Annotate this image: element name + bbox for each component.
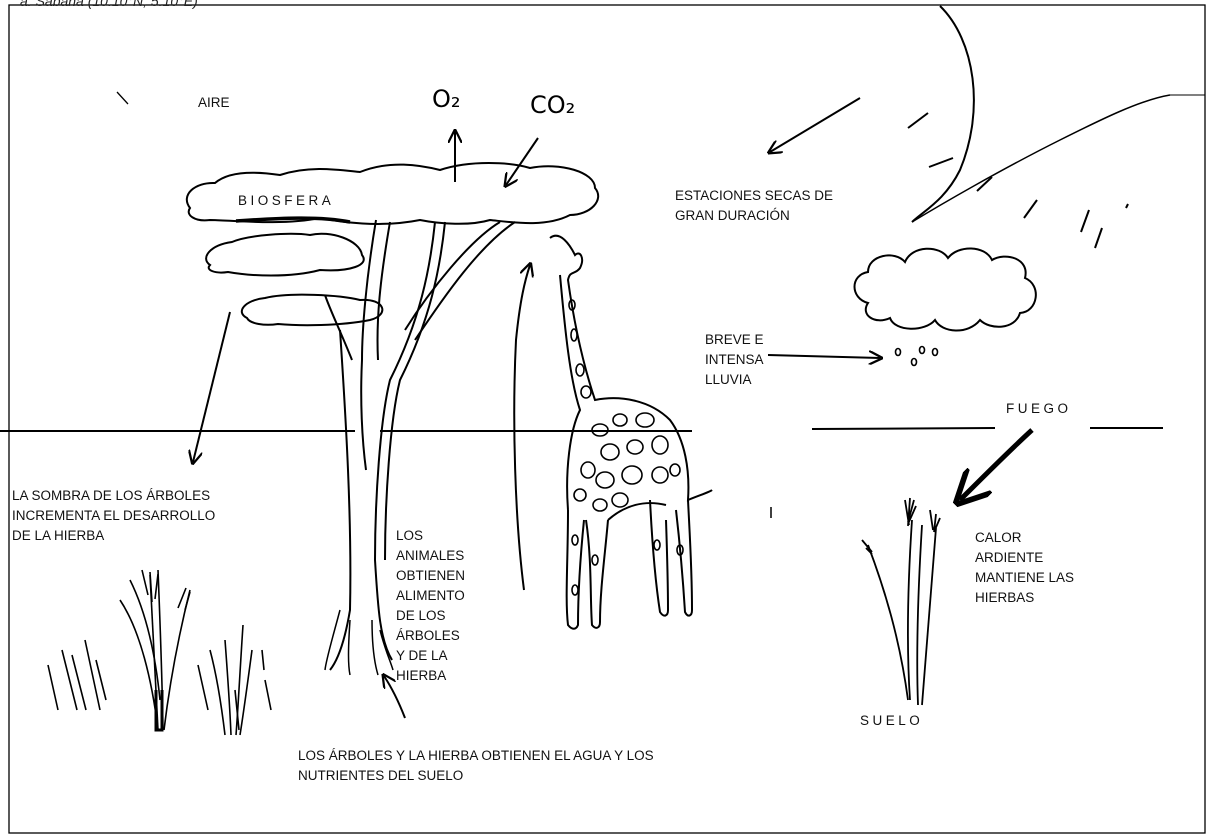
label-animales: LOS ANIMALES OBTIENEN ALIMENTO DE LOS ÁR… xyxy=(396,526,465,686)
rain-arrow xyxy=(768,355,880,358)
label-fuego: FUEGO xyxy=(1006,399,1072,419)
diagram-frame xyxy=(9,5,1205,833)
ground-line xyxy=(0,428,1163,431)
fire-arrow-icon xyxy=(960,430,1032,500)
label-lluvia: BREVE E INTENSA LLUVIA xyxy=(705,330,764,390)
grass-icon xyxy=(862,498,940,705)
label-biosfera: BIOSFERA xyxy=(238,191,334,211)
figure-caption: a. Sabana (10.10°N, 5.10°E) xyxy=(20,0,198,9)
giraffe-icon xyxy=(550,236,712,629)
label-sombra: LA SOMBRA DE LOS ÁRBOLES INCREMENTA EL D… xyxy=(12,486,215,546)
label-estaciones-secas: ESTACIONES SECAS DE GRAN DURACIÓN xyxy=(675,186,833,226)
co2-arrow xyxy=(506,138,538,185)
label-suelo: SUELO xyxy=(860,711,923,731)
label-co2: CO₂ xyxy=(530,95,575,115)
label-nutrientes: LOS ÁRBOLES Y LA HIERBA OBTIENEN EL AGUA… xyxy=(298,746,654,786)
label-o2: O₂ xyxy=(432,89,461,109)
sun-icon xyxy=(908,6,1205,248)
label-calor: CALOR ARDIENTE MANTIENE LAS HIERBAS xyxy=(975,528,1074,608)
label-aire: AIRE xyxy=(198,93,230,113)
cloud-icon xyxy=(855,248,1036,330)
acacia-tree-icon xyxy=(187,163,598,675)
sunlight-arrow xyxy=(770,98,860,152)
grass-icon xyxy=(48,570,271,735)
shade-arrow xyxy=(193,312,230,462)
rain-drops-icon xyxy=(896,347,938,366)
air-tick-mark xyxy=(117,92,128,104)
food-arrow xyxy=(514,265,530,590)
